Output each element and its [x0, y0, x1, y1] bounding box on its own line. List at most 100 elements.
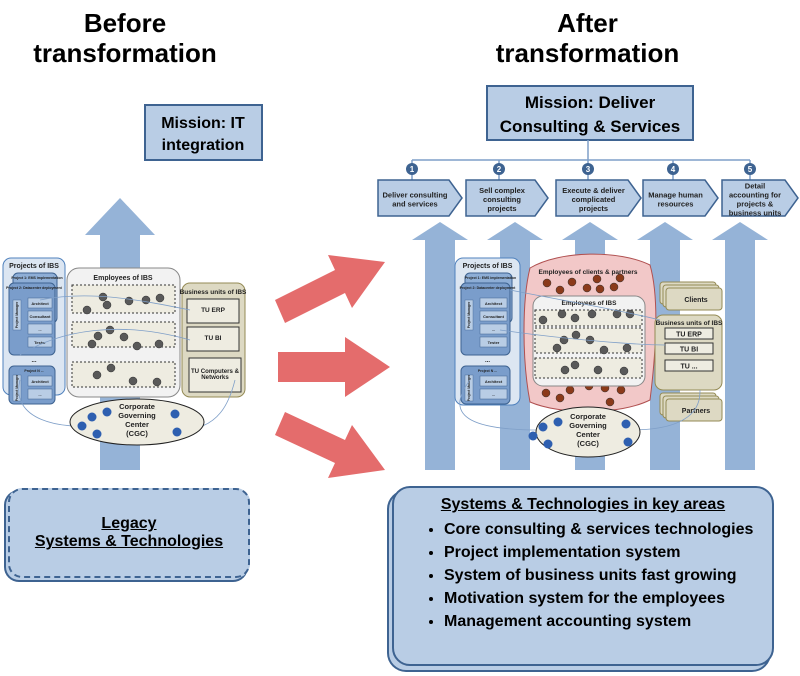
employee-dot: [622, 343, 632, 353]
role-tester: [27, 336, 53, 348]
transformation-arrows: [275, 255, 390, 478]
systems-item: Core consulting & services technologies: [444, 518, 772, 541]
partner-employee-dot: [595, 284, 605, 294]
legacy-line2: Systems & Technologies: [34, 533, 224, 550]
step-4-box: [642, 179, 719, 217]
employee-dot: [119, 332, 129, 342]
employees-clients-title: Employees of clients & partners: [539, 269, 638, 276]
partner-employee-dot: [616, 385, 626, 395]
role-consultant: [479, 310, 508, 322]
step-number-badge-icon: [667, 163, 679, 175]
employee-dot: [105, 325, 115, 335]
partner-employee-dot: [541, 388, 551, 398]
project-manager-label: Project Manager: [467, 301, 471, 328]
cgc-label: Center: [125, 420, 149, 429]
step-2-box: [465, 179, 549, 217]
mission-deliver-box: [486, 85, 694, 141]
business-units-title: Business units of IBS: [180, 289, 247, 296]
partner-employee-dot: [555, 285, 565, 295]
mission-deliver-line1: Mission: Deliver: [525, 93, 656, 112]
step-label: complicated: [572, 195, 616, 204]
step-label: Sell complex: [479, 186, 526, 195]
partner-employee-dot: [565, 385, 575, 395]
tu-label-wrap: TU BI: [204, 334, 222, 342]
employee-dot: [538, 315, 548, 325]
mission-it-line1: Mission: IT: [161, 115, 245, 132]
partner-employee-dot: [592, 274, 602, 284]
role-ellipsis: [27, 323, 53, 335]
mission-it-line2: integration: [162, 137, 245, 154]
tu-label: TU ERP: [676, 332, 702, 339]
step-label: projects: [579, 204, 608, 213]
step-label: business units: [729, 209, 782, 218]
legacy-systems-box: Legacy Systems & Technologies: [8, 488, 250, 578]
employee-dot: [82, 305, 92, 315]
red-arrow-middle: [278, 337, 390, 397]
partner-employee-dot: [605, 397, 615, 407]
step-label: Manage human: [648, 191, 703, 200]
up-arrow-5: [712, 222, 768, 470]
cgc-member-dot: [528, 431, 538, 441]
cgc-member-dot: [92, 429, 102, 439]
step-3-box: [555, 179, 642, 217]
cgc-member-dot: [102, 407, 112, 417]
systems-item: Management accounting system: [444, 610, 772, 633]
ellipsis: ...: [485, 358, 490, 364]
employee-group: [534, 357, 643, 379]
after-title-line1: After: [557, 8, 618, 38]
role-label: Architect: [31, 379, 49, 384]
step-number-badge-icon: [744, 163, 756, 175]
role-label: Consultant: [483, 314, 505, 319]
cgc-member-dot: [553, 417, 563, 427]
role-label: Tester: [488, 340, 500, 345]
role-label: ...: [38, 392, 41, 397]
step-number: 5: [748, 165, 753, 174]
role-label: Architect: [485, 379, 503, 384]
red-arrow-top: [275, 255, 385, 323]
connection-lines: [459, 289, 701, 431]
employee-dot: [570, 360, 580, 370]
tu-label: TU BI: [680, 347, 698, 354]
partner-employee-dot: [567, 277, 577, 287]
employee-dot: [552, 343, 562, 353]
step-label: accounting for: [729, 191, 781, 200]
tu-label: TU ...: [680, 364, 697, 371]
cgc-label: Governing: [118, 411, 156, 420]
projects-title: Projects of IBS: [9, 263, 59, 270]
project-1-label: Project 1: EMS implementation: [465, 276, 516, 280]
employee-dot: [92, 370, 102, 380]
after-title-line2: transformation: [495, 38, 680, 68]
step-label: resources: [658, 200, 694, 209]
cgc-label: Governing: [569, 421, 607, 430]
cgc-member-dot: [170, 409, 180, 419]
employee-dot: [559, 335, 569, 345]
employee-dot: [152, 377, 162, 387]
before-org-diagram: Projects of IBS Project 1: EMS implementa…: [2, 257, 247, 446]
role-label: Architect: [485, 301, 503, 306]
systems-title: Systems & Technologies in key areas: [440, 496, 726, 513]
employees-title: Employees of IBS: [93, 275, 152, 282]
tu-label: TU BI: [204, 334, 222, 342]
role-box: [27, 375, 53, 387]
cgc-member-dot: [87, 412, 97, 422]
project-n-label: Project N ...: [24, 369, 43, 373]
project-1-label: Project 1: EMS implementation: [11, 276, 62, 280]
employee-dot: [593, 365, 603, 375]
project-manager-label: Project Manager: [15, 374, 19, 401]
step-label: and services: [392, 200, 437, 209]
step-number-badge-icon: [406, 163, 418, 175]
step-number-badge-icon: [493, 163, 505, 175]
cgc-member-dot: [621, 419, 631, 429]
partner-employee-dot: [542, 278, 552, 288]
up-arrow-1: [412, 222, 468, 470]
employee-dot: [93, 331, 103, 341]
role-label: ...: [492, 327, 495, 332]
employee-dot: [128, 376, 138, 386]
step-label: projects: [487, 204, 516, 213]
tu-box: [664, 327, 714, 340]
mission-it-box: [144, 104, 263, 161]
employee-dot: [154, 339, 164, 349]
